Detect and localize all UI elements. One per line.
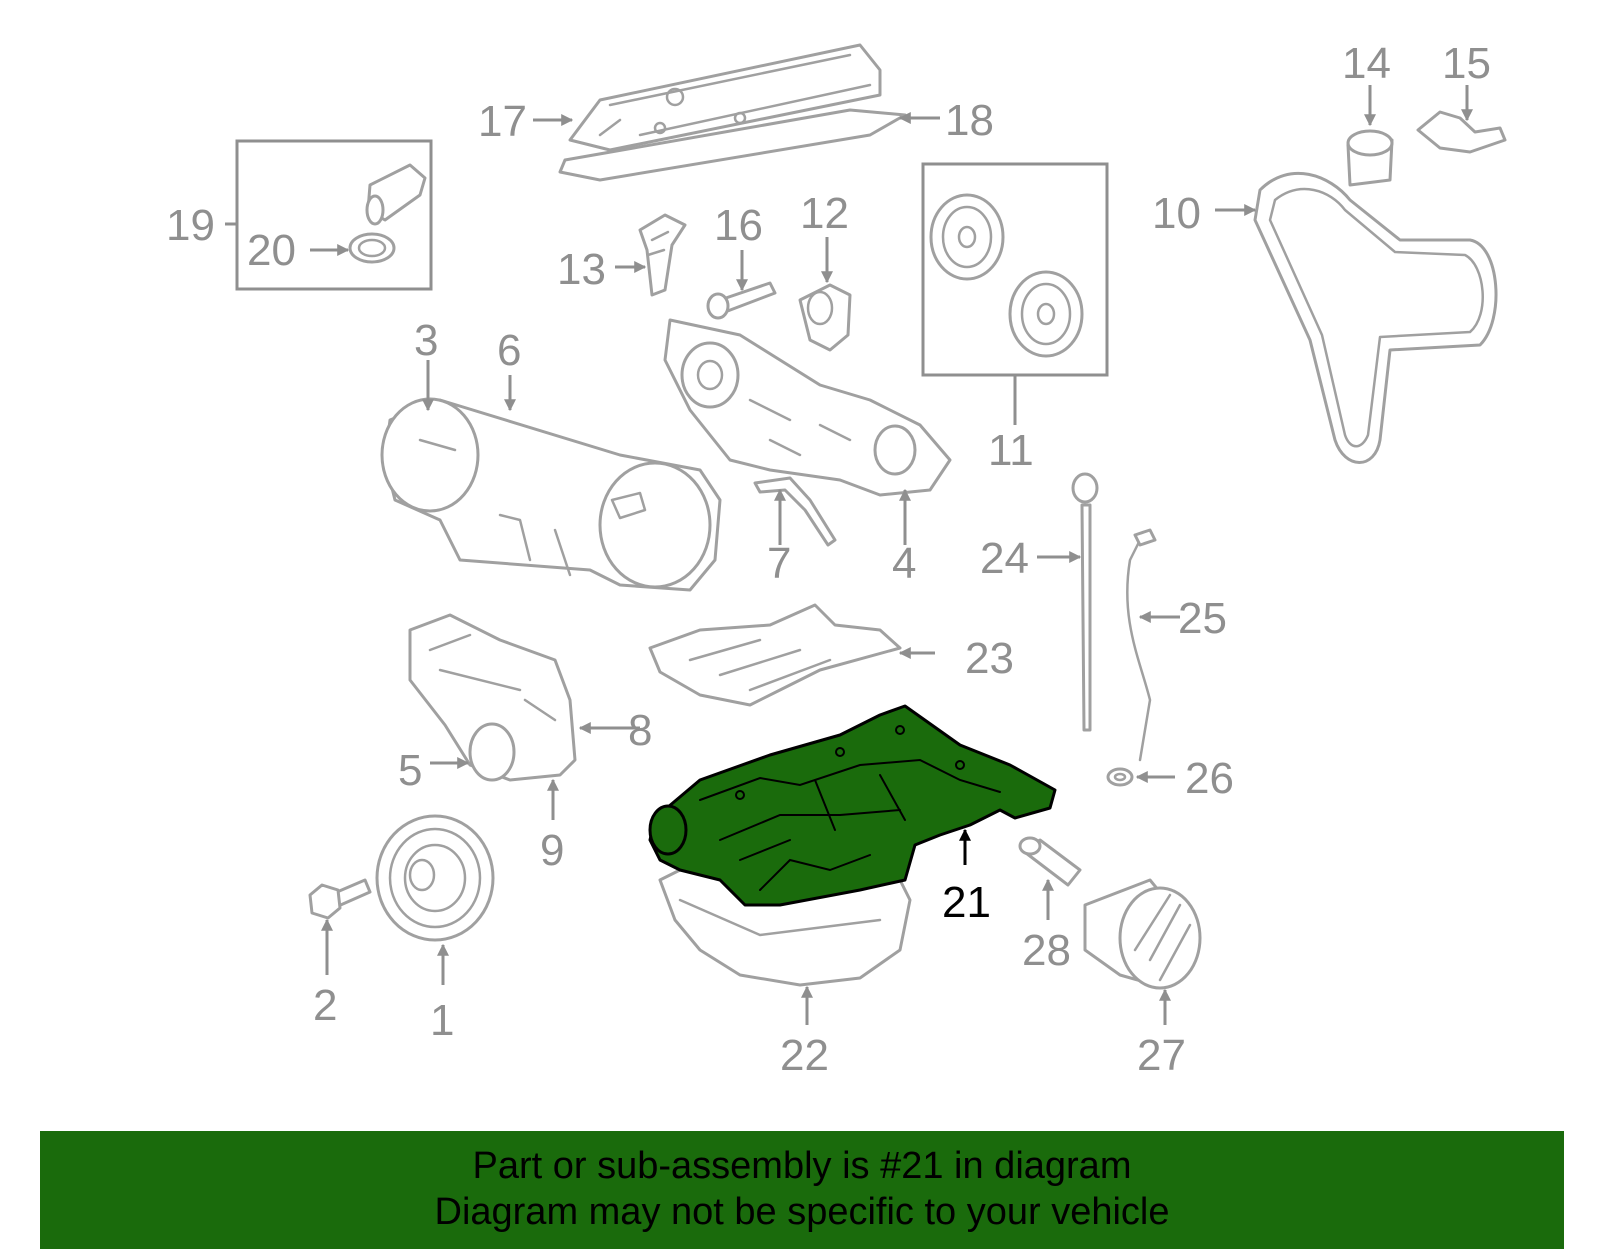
part-15-bracket[interactable] — [1416, 110, 1507, 154]
part-13-sensor[interactable] — [638, 213, 687, 297]
group-box-19 — [235, 139, 433, 291]
part-21-oil-pan-upper[interactable] — [648, 704, 1057, 907]
callout-13[interactable]: 13 — [557, 245, 606, 294]
callout-5[interactable]: 5 — [398, 746, 422, 795]
callout-22[interactable]: 22 — [780, 1031, 829, 1080]
callout-4[interactable]: 4 — [892, 539, 916, 588]
callout-23[interactable]: 23 — [965, 634, 1014, 683]
callout-15[interactable]: 15 — [1442, 39, 1491, 88]
callout-16[interactable]: 16 — [714, 201, 763, 250]
callout-18[interactable]: 18 — [945, 96, 994, 145]
part-3-timing-cover[interactable] — [380, 397, 722, 592]
callout-2[interactable]: 2 — [313, 981, 337, 1030]
callout-11[interactable]: 11 — [988, 426, 1034, 475]
callout-28[interactable]: 28 — [1022, 926, 1071, 975]
callout-25[interactable]: 25 — [1178, 594, 1227, 643]
part-8-lower-cover[interactable] — [408, 613, 577, 782]
callout-6[interactable]: 6 — [497, 326, 521, 375]
part-27-oil-filter[interactable] — [1083, 878, 1202, 990]
callout-19[interactable]: 19 — [166, 201, 215, 250]
part-23-baffle-plate[interactable] — [648, 603, 902, 707]
part-10-drive-belt[interactable] — [1253, 171, 1498, 464]
callout-20[interactable]: 20 — [247, 226, 296, 275]
part-20-filler-cap[interactable] — [348, 163, 427, 264]
callout-3[interactable]: 3 — [414, 316, 438, 365]
part-25-dipstick-tube[interactable] — [1126, 528, 1157, 762]
callout-21[interactable]: 21 — [942, 878, 991, 927]
leader-lines — [225, 85, 1473, 1025]
part-1-crank-pulley[interactable] — [375, 814, 495, 942]
part-26-washer[interactable] — [1106, 767, 1134, 787]
part-17-valve-cover[interactable] — [558, 43, 907, 182]
callout-12[interactable]: 12 — [800, 189, 849, 238]
part-16-bolt[interactable] — [706, 281, 777, 320]
banner-line-disclaimer: Diagram may not be specific to your vehi… — [434, 1191, 1170, 1233]
callout-labels: 17 18 19 20 13 16 12 11 10 14 15 3 6 7 4… — [166, 39, 1491, 1080]
callout-17[interactable]: 17 — [478, 97, 527, 146]
part-11-idler-pulleys[interactable] — [929, 193, 1084, 358]
callout-14[interactable]: 14 — [1342, 39, 1391, 88]
callout-1[interactable]: 1 — [430, 996, 454, 1045]
callout-9[interactable]: 9 — [540, 826, 564, 875]
callout-27[interactable]: 27 — [1137, 1031, 1186, 1080]
part-28-oil-filter-union[interactable] — [1018, 836, 1082, 887]
info-banner: Part or sub-assembly is #21 in diagram D… — [40, 1131, 1564, 1249]
callout-26[interactable]: 26 — [1185, 754, 1234, 803]
part-2-crank-bolt[interactable] — [308, 878, 372, 920]
part-14-idler[interactable] — [1346, 129, 1394, 187]
callout-7[interactable]: 7 — [767, 539, 791, 588]
part-12-tensioner[interactable] — [798, 283, 852, 352]
callout-8[interactable]: 8 — [628, 706, 652, 755]
part-4-timing-plate[interactable] — [663, 318, 952, 497]
callout-10[interactable]: 10 — [1152, 189, 1201, 238]
part-24-dipstick[interactable] — [1071, 472, 1099, 732]
banner-line-part: Part or sub-assembly is #21 in diagram — [472, 1145, 1132, 1187]
callout-24[interactable]: 24 — [980, 534, 1029, 583]
part-7-seal[interactable] — [753, 476, 837, 547]
